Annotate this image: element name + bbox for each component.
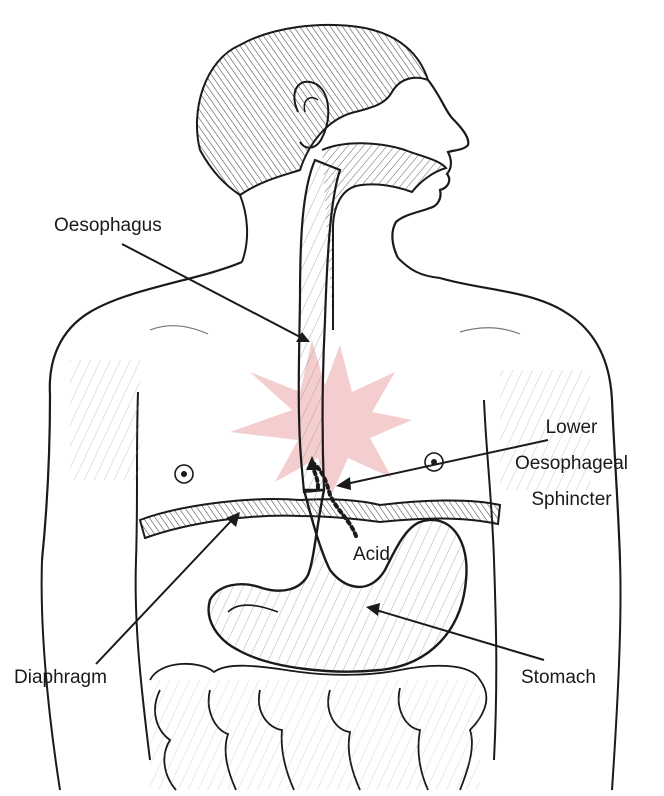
right-arm-outer <box>612 560 621 790</box>
label-oesophagus: Oesophagus <box>54 216 162 235</box>
neck-front <box>398 258 440 278</box>
label-les-line3: Sphincter <box>515 482 628 518</box>
label-les-line2: Oesophageal <box>515 446 628 482</box>
neck-back <box>240 195 247 262</box>
label-stomach: Stomach <box>521 668 596 687</box>
leader-diaphragm <box>96 512 240 664</box>
label-les-line1: Lower <box>515 410 628 446</box>
left-nipple <box>175 465 193 483</box>
label-lower-oesophageal-sphincter: Lower Oesophageal Sphincter <box>515 410 628 518</box>
label-acid: Acid <box>353 545 390 564</box>
leader-oesophagus <box>122 244 310 342</box>
label-diaphragm: Diaphragm <box>14 668 107 687</box>
right-nipple <box>425 453 443 471</box>
